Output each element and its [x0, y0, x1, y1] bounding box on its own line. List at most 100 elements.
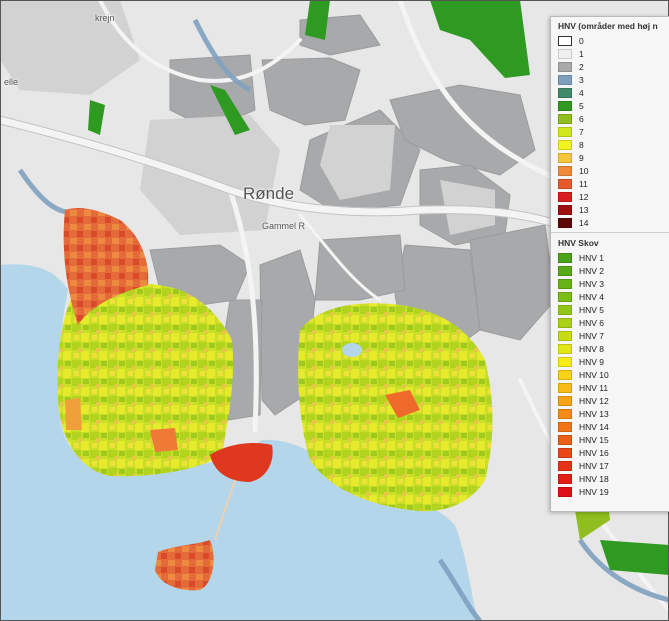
- legend-skov-label: HNV 9: [579, 356, 605, 367]
- legend-skov-row: HNV 7: [551, 329, 669, 342]
- legend-title: HNV (områder med høj n: [558, 21, 658, 31]
- legend-hnv-label: 8: [579, 139, 584, 150]
- legend-skov-swatch: [558, 434, 572, 445]
- legend-skov-row: HNV 17: [551, 459, 669, 472]
- legend-skov-row: HNV 10: [551, 368, 669, 381]
- legend-skov-row: HNV 1: [551, 251, 669, 264]
- legend-skov-title: HNV Skov: [551, 232, 669, 251]
- legend-hnv-label: 9: [579, 152, 584, 163]
- legend-hnv-swatch: [558, 165, 572, 176]
- legend-hnv-row: 10: [551, 164, 669, 177]
- legend-skov-label: HNV 10: [579, 369, 609, 380]
- legend-hnv-swatch: [558, 152, 572, 163]
- legend-skov-row: HNV 13: [551, 407, 669, 420]
- legend-hnv-row: 13: [551, 203, 669, 216]
- legend-skov-swatch: [558, 317, 572, 328]
- legend-hnv-label: 12: [579, 191, 589, 202]
- legend-skov-row: HNV 14: [551, 420, 669, 433]
- legend-skov-label: HNV 5: [579, 304, 605, 315]
- legend-skov-row: HNV 2: [551, 264, 669, 277]
- legend-hnv-row: 6: [551, 112, 669, 125]
- legend-skov-label: HNV 4: [579, 291, 605, 302]
- hnv-island-south: [155, 540, 214, 591]
- legend-skov-swatch: [558, 473, 572, 484]
- legend-skov-label: HNV 16: [579, 447, 609, 458]
- legend-hnv-label: 13: [579, 204, 589, 215]
- island-causeway: [214, 479, 236, 541]
- legend-skov-swatch: [558, 460, 572, 471]
- legend-skov-swatch: [558, 421, 572, 432]
- hnv-area-northwest-red: [63, 208, 149, 325]
- legend-hnv-row: 9: [551, 151, 669, 164]
- legend-skov-label: HNV 12: [579, 395, 609, 406]
- legend-skov-row: HNV 5: [551, 303, 669, 316]
- legend-hnv-swatch: [558, 35, 572, 46]
- legend-hnv-row: 12: [551, 190, 669, 203]
- place-label-top-left: krejn: [95, 13, 115, 23]
- legend-skov-swatch: [558, 382, 572, 393]
- legend-hnv-label: 0: [579, 35, 584, 46]
- legend-hnv-row: 8: [551, 138, 669, 151]
- legend-hnv-swatch: [558, 191, 572, 202]
- legend-hnv-label: 10: [579, 165, 589, 176]
- legend-hnv-label: 11: [579, 178, 588, 189]
- legend-hnv-swatch: [558, 139, 572, 150]
- legend-skov-label: HNV 13: [579, 408, 609, 419]
- legend-hnv-label: 4: [579, 87, 584, 98]
- legend-skov-label: HNV 8: [579, 343, 605, 354]
- hnv-patch-west-orange-2: [65, 398, 82, 430]
- legend-hnv-row: 2: [551, 60, 669, 73]
- legend-skov-swatch: [558, 278, 572, 289]
- legend-skov-swatch: [558, 408, 572, 419]
- legend-skov-swatch: [558, 265, 572, 276]
- legend-skov-label: HNV 17: [579, 460, 609, 471]
- parcel-areas: [0, 0, 495, 235]
- legend-hnv-swatch: [558, 61, 572, 72]
- legend-skov-swatch: [558, 343, 572, 354]
- legend-skov-swatch: [558, 395, 572, 406]
- legend-hnv-row: 3: [551, 73, 669, 86]
- legend-skov-label: HNV 3: [579, 278, 605, 289]
- lake: [342, 343, 362, 357]
- legend-skov-label: HNV 1: [579, 252, 605, 263]
- legend-skov-label: HNV 2: [579, 265, 605, 276]
- legend-skov-label: HNV 19: [579, 486, 609, 497]
- legend-skov-label: HNV 18: [579, 473, 609, 484]
- legend-hnv-row: 14: [551, 216, 669, 229]
- legend-skov-swatch: [558, 369, 572, 380]
- legend-skov-swatch: [558, 486, 572, 497]
- legend-hnv-row: 11: [551, 177, 669, 190]
- legend-skov-list: HNV 1 HNV 2 HNV 3 HNV 4 HNV 5 HNV 6 HNV 7 HNV 8…: [551, 251, 669, 498]
- legend-hnv-label: 6: [579, 113, 584, 124]
- legend-skov-row: HNV 3: [551, 277, 669, 290]
- legend-skov-row: HNV 18: [551, 472, 669, 485]
- legend-hnv-swatch: [558, 74, 572, 85]
- legend-skov-swatch: [558, 291, 572, 302]
- legend-skov-label: HNV 6: [579, 317, 605, 328]
- legend-hnv-row: 4: [551, 86, 669, 99]
- legend-hnv-swatch: [558, 217, 572, 228]
- legend-hnv-row: 7: [551, 125, 669, 138]
- sea-area: [0, 264, 478, 621]
- legend-hnv-swatch: [558, 113, 572, 124]
- legend-hnv-swatch: [558, 87, 572, 98]
- legend-skov-row: HNV 8: [551, 342, 669, 355]
- legend-hnv-row: 1: [551, 47, 669, 60]
- legend-hnv-row: 0: [551, 34, 669, 47]
- legend-skov-swatch: [558, 356, 572, 367]
- legend-skov-label: HNV 7: [579, 330, 605, 341]
- road-outlines: [0, 115, 601, 245]
- legend-hnv-swatch: [558, 178, 572, 189]
- legend-skov-swatch: [558, 252, 572, 263]
- legend-skov-row: HNV 12: [551, 394, 669, 407]
- legend-skov-row: HNV 19: [551, 485, 669, 498]
- legend-hnv-swatch: [558, 48, 572, 59]
- legend-skov-row: HNV 6: [551, 316, 669, 329]
- legend-skov-row: HNV 4: [551, 290, 669, 303]
- legend-skov-label: HNV 14: [579, 421, 609, 432]
- hnv-patch-east-orange: [385, 390, 420, 418]
- legend-hnv-label: 5: [579, 100, 584, 111]
